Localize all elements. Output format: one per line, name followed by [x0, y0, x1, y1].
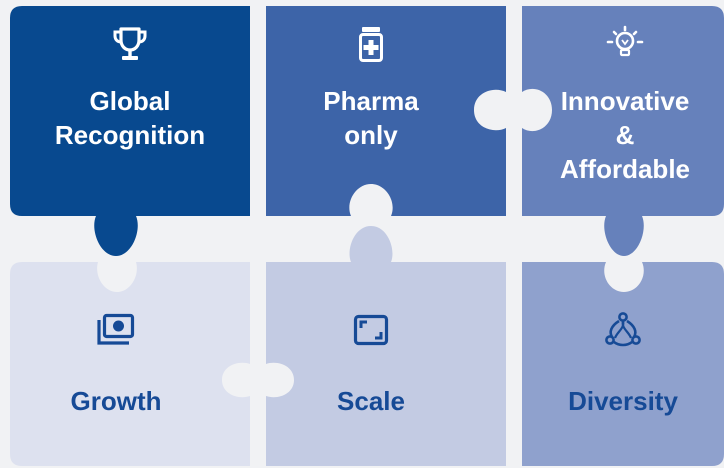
trophy-icon [113, 27, 147, 60]
puzzle-piece-growth [10, 262, 250, 466]
tile-diversity: Diversity [522, 310, 724, 418]
puzzle-piece-scale [266, 226, 506, 466]
lightbulb-icon [606, 25, 644, 57]
expand-frame-icon [353, 314, 389, 346]
puzzle-piece-global [10, 6, 250, 256]
diversity-label: Diversity [568, 386, 678, 416]
growth-label: Growth [70, 386, 162, 416]
innovative-label-line-2: & [615, 120, 635, 150]
medicine-bottle-icon [359, 27, 383, 62]
innovative-label-line-1: Innovative [560, 86, 690, 116]
tile-pharma-only: Pharma only [266, 24, 476, 152]
tile-growth: Growth [10, 310, 222, 418]
tile-scale: Scale [294, 310, 448, 418]
tile-global-recognition: Global Recognition [10, 24, 250, 152]
puzzle-piece-pharma [266, 6, 506, 216]
tile-innovative-affordable: Innovative & Affordable [558, 24, 692, 186]
money-icon [97, 313, 135, 345]
global-label-line-1: Global [89, 86, 171, 116]
pharma-label-line-1: Pharma [323, 86, 419, 116]
global-label-line-2: Recognition [54, 120, 206, 150]
diversity-network-icon [605, 312, 641, 347]
puzzle-piece-diversity [522, 262, 724, 466]
pharma-label-line-2: only [344, 120, 398, 150]
puzzle-piece-innovative [522, 6, 724, 256]
innovative-label-line-3: Affordable [560, 154, 690, 184]
scale-label: Scale [337, 386, 405, 416]
